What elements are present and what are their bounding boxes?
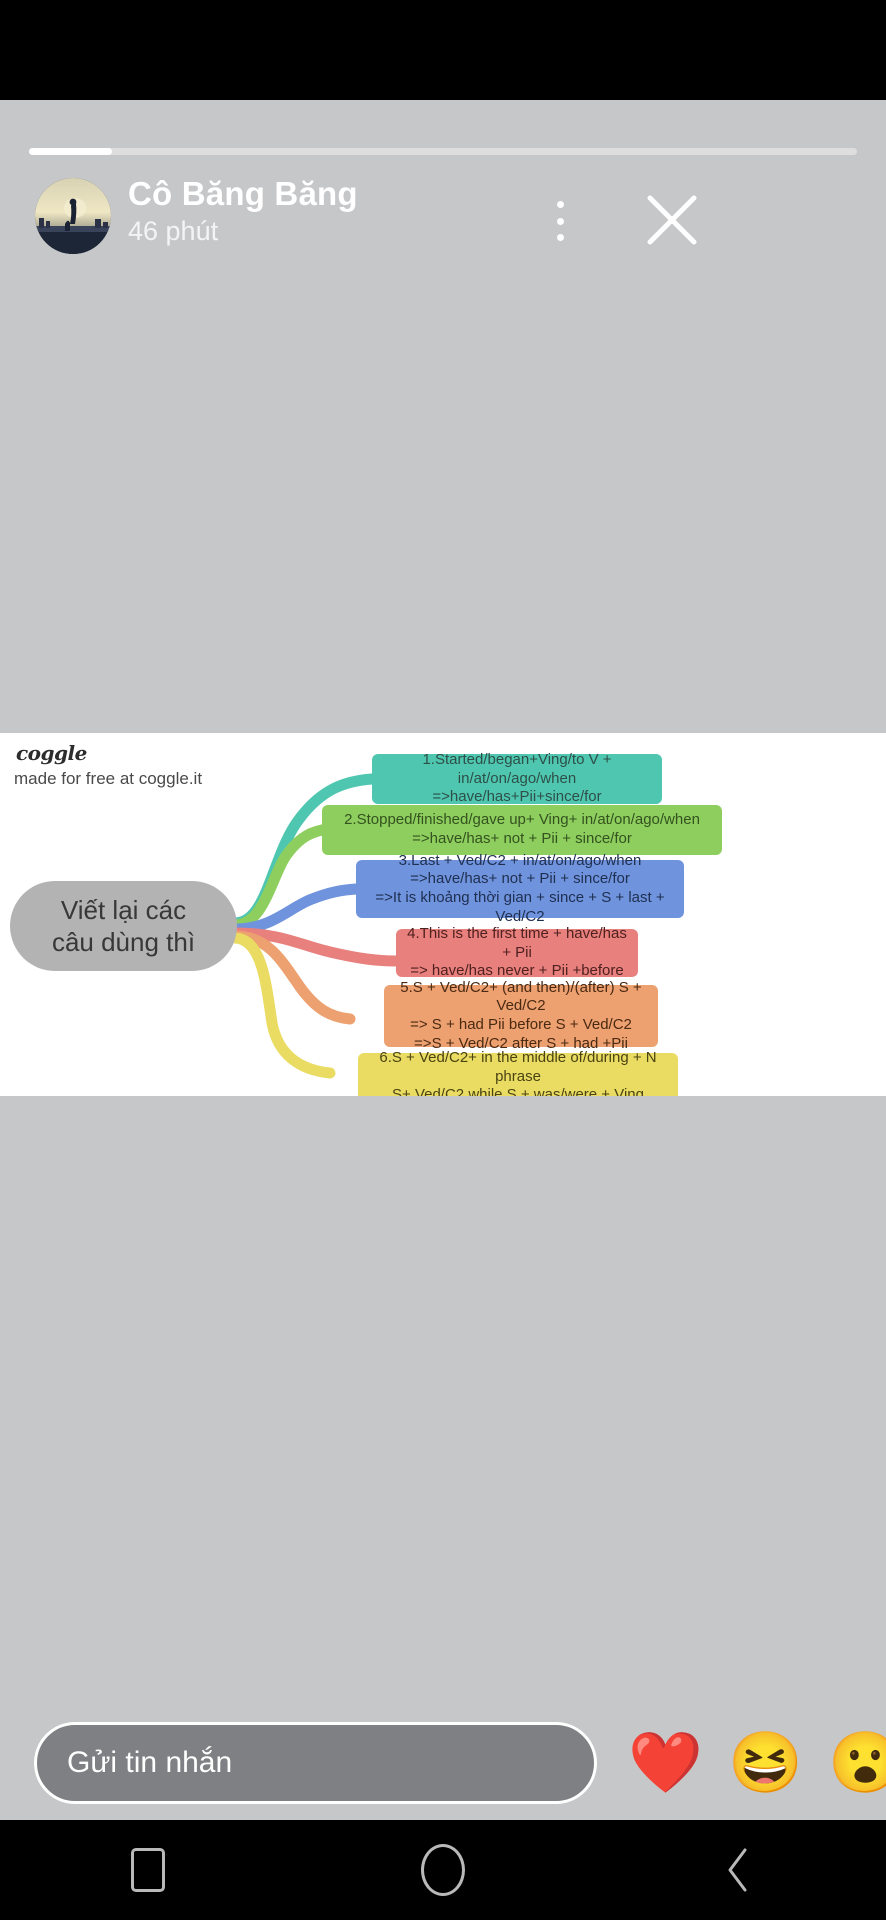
back-chevron-icon[interactable] xyxy=(678,1820,798,1920)
author-block: Cô Băng Băng 46 phút xyxy=(128,175,358,247)
story-viewport[interactable]: Cô Băng Băng 46 phút coggle made for fre… xyxy=(0,100,886,1820)
story-header: Cô Băng Băng 46 phút xyxy=(0,170,886,280)
mindmap-node-1-text: 1.Started/began+Ving/to V + in/at/on/ago… xyxy=(422,751,612,806)
story-progress-fill xyxy=(29,148,112,155)
reply-bar: Gửi tin nhắn ❤️ 😆 😮 xyxy=(0,1710,886,1820)
recents-square-icon[interactable] xyxy=(88,1820,208,1920)
coggle-subtitle: made for free at coggle.it xyxy=(14,769,203,788)
story-progress-track xyxy=(29,148,857,155)
heart-emoji[interactable]: ❤️ xyxy=(628,1729,703,1796)
status-bar xyxy=(0,0,886,100)
home-circle-icon[interactable] xyxy=(383,1820,503,1920)
three-dots-vertical-icon[interactable] xyxy=(540,198,580,244)
mindmap-node-2: 2.Stopped/finished/gave up+ Ving+ in/at/… xyxy=(322,805,722,855)
mindmap-image: coggle made for free at coggle.it Viết l… xyxy=(0,733,886,1096)
mindmap-center-label: Viết lại các câu dùng thì xyxy=(51,894,196,958)
mindmap-node-5-text: 5.S + Ved/C2+ (and then)/(after) S + Ved… xyxy=(400,978,642,1052)
mindmap-connectors xyxy=(229,773,402,1079)
mindmap-node-6: 6.S + Ved/C2+ in the middle of/during + … xyxy=(358,1049,678,1096)
mindmap-node-5: 5.S + Ved/C2+ (and then)/(after) S + Ved… xyxy=(384,979,658,1052)
mindmap-node-3: 3.Last + Ved/C2 + in/at/on/ago/when =>ha… xyxy=(356,852,684,925)
mindmap-node-3-text: 3.Last + Ved/C2 + in/at/on/ago/when =>ha… xyxy=(375,851,665,925)
mindmap-node-4: 4.This is the first time + have/has + Pi… xyxy=(396,925,638,979)
laughing-squint-emoji[interactable]: 😆 xyxy=(728,1729,803,1796)
coggle-logo: coggle xyxy=(16,741,87,765)
message-input-placeholder: Gửi tin nhắn xyxy=(67,1746,233,1779)
author-name: Cô Băng Băng xyxy=(128,175,358,212)
close-x-icon[interactable] xyxy=(640,188,704,252)
mindmap-center-node: Viết lại các câu dùng thì xyxy=(10,881,237,971)
story-timestamp: 46 phút xyxy=(128,215,219,246)
android-nav-bar xyxy=(0,1820,886,1920)
partial-emoji[interactable]: 😮 xyxy=(828,1729,886,1796)
mindmap-node-2-text: 2.Stopped/finished/gave up+ Ving+ in/at/… xyxy=(344,811,700,847)
mindmap-node-4-text: 4.This is the first time + have/has + Pi… xyxy=(407,925,627,980)
mindmap-node-1: 1.Started/began+Ving/to V + in/at/on/ago… xyxy=(372,751,662,806)
avatar[interactable] xyxy=(35,178,111,254)
message-input[interactable]: Gửi tin nhắn xyxy=(34,1722,597,1804)
mindmap-node-6-text: 6.S + Ved/C2+ in the middle of/during + … xyxy=(379,1049,657,1096)
